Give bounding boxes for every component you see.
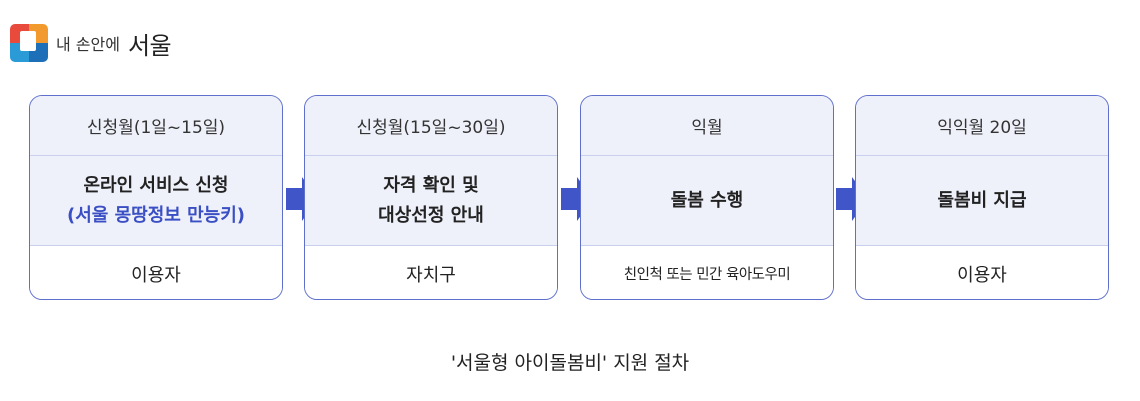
step-period: 익익월 20일 (856, 96, 1108, 156)
step-card-1: 신청월(1일~15일) 온라인 서비스 신청 (서울 몽땅정보 만능키) 이용자 (29, 95, 283, 300)
figure-caption: '서울형 아이돌봄비' 지원 절차 (450, 352, 690, 374)
step-period: 익월 (581, 96, 833, 156)
step-card-3: 익월 돌봄 수행 친인척 또는 민간 육아도우미 (580, 95, 834, 300)
step-action-line1: 돌봄 수행 (670, 189, 744, 211)
step-action: 자격 확인 및 대상선정 안내 (305, 156, 557, 246)
step-action: 돌봄 수행 (581, 156, 833, 246)
step-period: 신청월(1일~15일) (30, 96, 282, 156)
step-action: 돌봄비 지급 (856, 156, 1108, 246)
step-action-line1: 자격 확인 및 (383, 174, 479, 196)
step-action: 온라인 서비스 신청 (서울 몽땅정보 만능키) (30, 156, 282, 246)
step-actor: 이용자 (30, 246, 282, 299)
step-actor: 자치구 (305, 246, 557, 299)
step-period: 신청월(15일~30일) (305, 96, 557, 156)
brand-header: 내 손안에 서울 (10, 24, 172, 62)
step-action-line2: 대상선정 안내 (378, 204, 484, 226)
brand-text-big: 서울 (127, 31, 172, 60)
step-action-line1: 돌봄비 지급 (937, 189, 1027, 211)
step-actor: 친인척 또는 민간 육아도우미 (581, 246, 833, 299)
brand-text-small: 내 손안에 (56, 35, 120, 54)
procedure-flow: 신청월(1일~15일) 온라인 서비스 신청 (서울 몽땅정보 만능키) 이용자… (29, 95, 1111, 302)
step-action-line1: 온라인 서비스 신청 (83, 174, 229, 196)
step-card-4: 익익월 20일 돌봄비 지급 이용자 (855, 95, 1109, 300)
seoul-logo-icon (10, 24, 48, 62)
step-action-line2: (서울 몽땅정보 만능키) (66, 204, 246, 226)
step-card-2: 신청월(15일~30일) 자격 확인 및 대상선정 안내 자치구 (304, 95, 558, 300)
step-actor: 이용자 (856, 246, 1108, 299)
